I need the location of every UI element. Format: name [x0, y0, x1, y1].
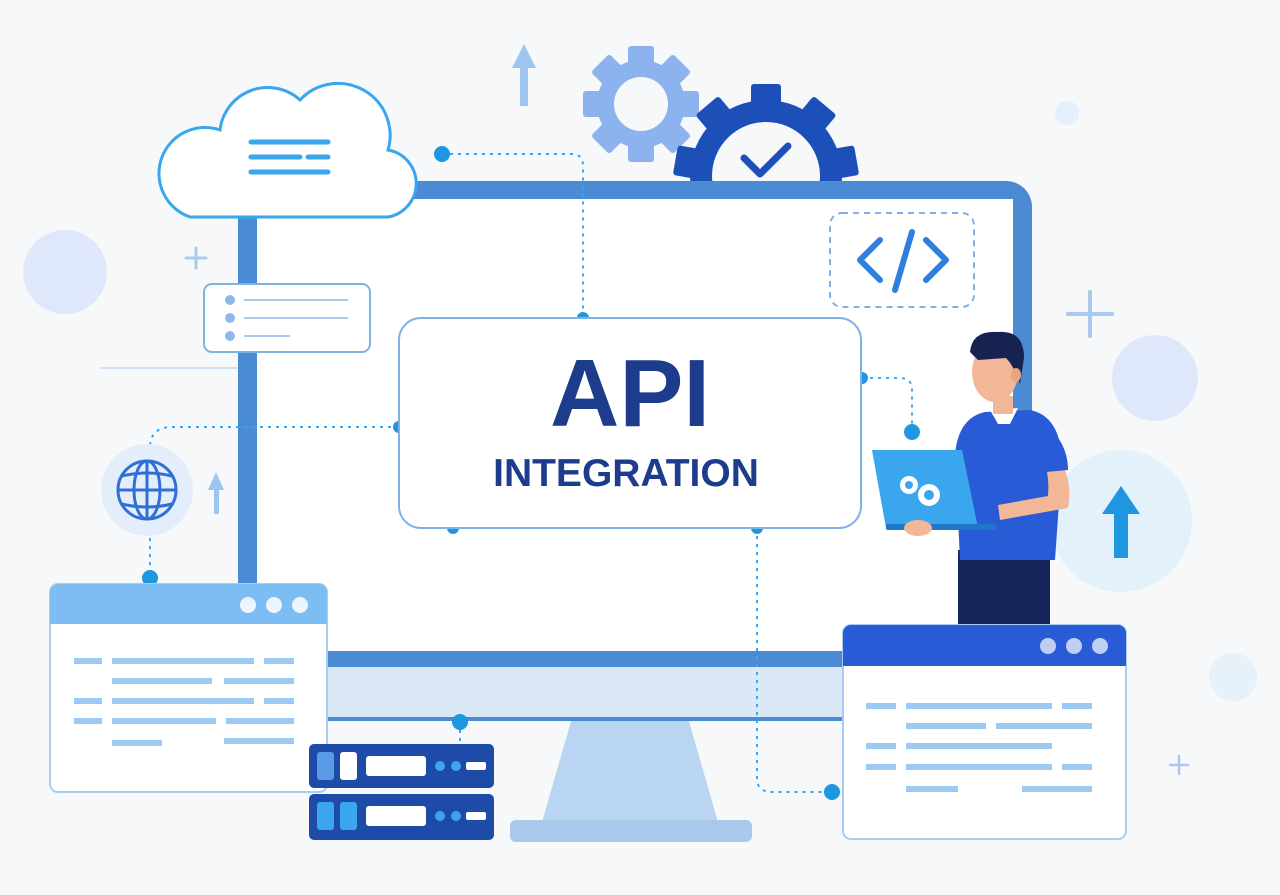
checkmark-icon — [740, 142, 792, 178]
globe-icon — [101, 444, 193, 536]
arrow-up-icon — [208, 472, 224, 514]
deco-circle — [1112, 335, 1198, 421]
deco-circle — [1055, 101, 1079, 125]
headline-subtitle: INTEGRATION — [493, 452, 759, 495]
person-figure — [872, 331, 1070, 626]
connection-node — [824, 784, 840, 800]
plus-icon — [1066, 290, 1114, 338]
server-unit — [309, 744, 494, 788]
headline-title: API — [550, 340, 710, 447]
browser-window-left — [49, 583, 328, 793]
plus-icon — [184, 246, 208, 270]
monitor-stand-base — [510, 820, 752, 842]
upload-icon — [1050, 450, 1192, 592]
person-shirt — [955, 410, 1062, 560]
connection-node — [434, 146, 450, 162]
browser-window-right — [842, 624, 1127, 840]
plus-icon — [1168, 754, 1190, 776]
deco-circle — [23, 230, 107, 314]
list-card — [203, 283, 371, 353]
connection-lines — [149, 153, 913, 793]
person-hair — [970, 331, 1024, 384]
monitor-neck — [542, 718, 718, 822]
arrow-up-icon — [1102, 486, 1140, 558]
gear-icon — [583, 46, 699, 162]
server-icon — [309, 744, 494, 840]
connection-node — [452, 714, 468, 730]
background-decorations — [23, 44, 1257, 776]
server-unit — [309, 794, 494, 840]
connection-node — [904, 424, 920, 440]
api-title-box: API INTEGRATION — [398, 317, 862, 529]
person-legs — [958, 550, 1050, 626]
arrow-up-icon — [512, 44, 536, 106]
connection-node — [142, 570, 158, 586]
cloud-data-lines — [248, 139, 331, 175]
cloud-icon — [157, 81, 418, 219]
laptop-icon — [872, 450, 996, 530]
code-brackets-icon — [829, 212, 975, 308]
deco-circle — [1209, 653, 1257, 701]
